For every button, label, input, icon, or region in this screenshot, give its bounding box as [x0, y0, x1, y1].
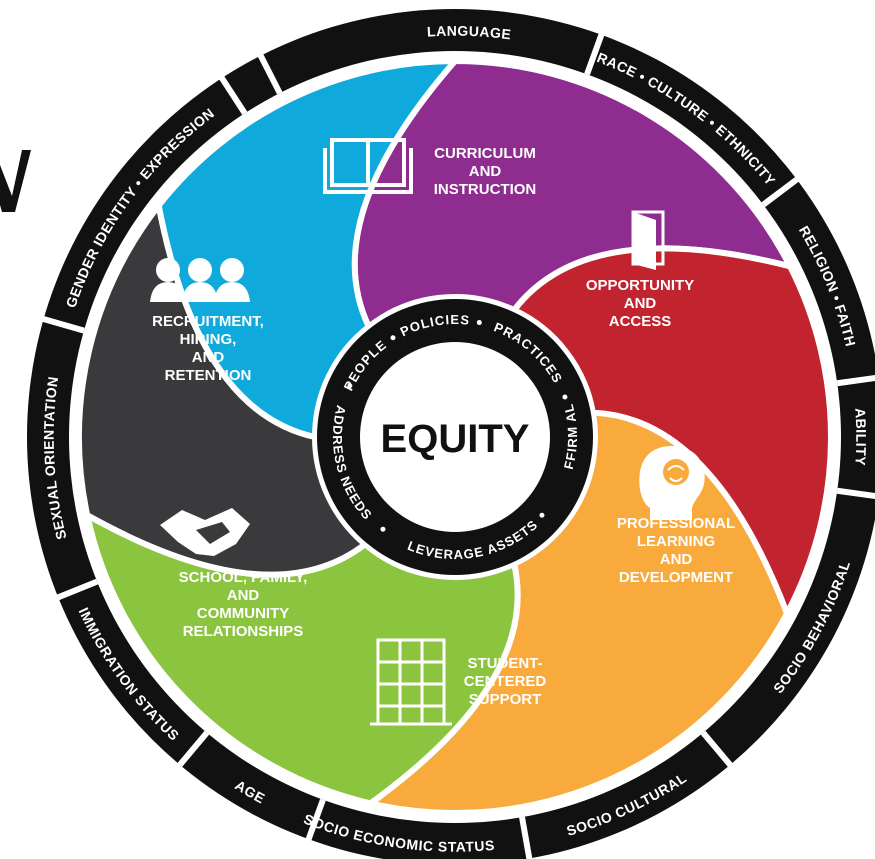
icons-group [150, 138, 705, 726]
bullet-dot [562, 394, 568, 400]
handshake-icon [160, 508, 250, 556]
ring-gap [257, 52, 283, 95]
segment-recruitment [155, 57, 462, 441]
door-icon [631, 210, 665, 270]
ring-gap [836, 487, 875, 500]
ring-gap [55, 578, 99, 601]
ring-gap [40, 315, 85, 334]
ring-gap [836, 374, 875, 387]
ring-gap [305, 798, 326, 843]
head-brain-icon [639, 446, 705, 520]
ring-gap [176, 730, 210, 769]
ring-gap [218, 74, 248, 115]
ring-gap [519, 816, 533, 859]
segment-student [82, 509, 521, 807]
bullet-dot [539, 512, 545, 518]
bullet-dot [380, 526, 386, 532]
ring-gap [700, 730, 734, 769]
scaffold-icon [370, 638, 452, 726]
ring-gap [584, 31, 605, 76]
book-icon [323, 138, 413, 194]
cropped-letter-fragment [0, 150, 31, 212]
bullet-dot [347, 383, 353, 389]
segment-opportunity [509, 245, 834, 621]
center-hub [360, 342, 550, 532]
segment-school [76, 198, 370, 578]
center-title: EQUITY [381, 417, 530, 461]
outer-ring-label: ABILITY [852, 407, 869, 466]
people-icon [150, 258, 250, 302]
bullet-dot [476, 320, 482, 326]
ring-gaps [40, 31, 875, 859]
ring-gap [761, 175, 801, 208]
bullet-dot [390, 335, 396, 341]
